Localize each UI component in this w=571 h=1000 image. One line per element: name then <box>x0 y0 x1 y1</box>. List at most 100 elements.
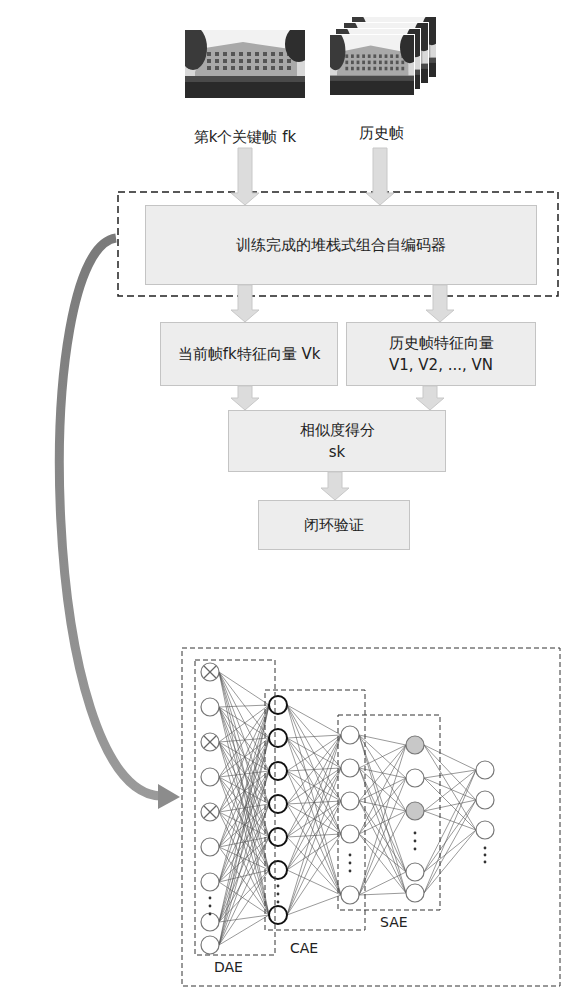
ellipsis-dot <box>414 840 417 843</box>
network-link <box>359 745 406 895</box>
network-link <box>424 800 476 893</box>
flow-arrow <box>231 386 259 410</box>
box-text: V1, V2, ..., VN <box>389 354 493 376</box>
dropout-mark <box>204 736 216 748</box>
dropout-mark <box>204 736 216 748</box>
network-link <box>219 771 269 847</box>
ellipsis-dot <box>349 862 352 865</box>
network-link <box>287 705 341 768</box>
network-drawing <box>201 663 494 954</box>
network-link <box>219 742 269 870</box>
neuron <box>201 663 219 681</box>
layer-label: CAE <box>290 940 318 956</box>
network-link <box>287 735 341 738</box>
key-frame-image: 第k个关键帧 fk <box>175 28 315 148</box>
dropout-mark <box>204 666 216 678</box>
network-link <box>424 770 476 811</box>
ellipsis-dot <box>484 861 487 864</box>
box-text: 历史帧特征向量 <box>389 332 494 354</box>
network-link <box>219 870 269 945</box>
network-link <box>219 705 269 707</box>
network-link <box>359 735 406 893</box>
neuron <box>269 861 287 879</box>
neuron <box>269 729 287 747</box>
network-link <box>287 801 341 915</box>
ellipsis-dot <box>414 848 417 851</box>
network-link <box>287 870 341 895</box>
sae-frame <box>338 715 440 910</box>
neuron <box>476 791 494 809</box>
network-link <box>287 768 341 870</box>
box-text: 闭环验证 <box>304 514 364 536</box>
box-text: 当前帧fk特征向量 Vk <box>178 343 321 365</box>
network-link <box>359 735 406 778</box>
network-link <box>424 830 476 872</box>
network-link <box>219 705 269 812</box>
ellipsis-dot <box>209 913 212 916</box>
network-link <box>219 771 269 922</box>
flow-arrow <box>366 148 394 205</box>
network-link <box>219 738 269 922</box>
verify-box: 闭环验证 <box>258 500 410 550</box>
network-link <box>424 770 476 893</box>
network-link <box>359 735 406 872</box>
network-link <box>424 745 476 830</box>
network-link <box>219 738 269 945</box>
score-box: 相似度得分sk <box>228 410 446 472</box>
ellipsis-dot <box>484 854 487 857</box>
zoom-arrow-head <box>158 784 180 809</box>
encoder-box: 训练完成的堆栈式组合自编码器 <box>145 205 537 285</box>
network-link <box>287 705 341 834</box>
network-link <box>287 735 341 870</box>
neuron <box>341 726 359 744</box>
network-link <box>359 735 406 745</box>
network-link <box>219 738 269 812</box>
neuron <box>406 736 424 754</box>
neuron <box>476 821 494 839</box>
zoom-arrow <box>59 238 160 796</box>
dae-frame <box>195 660 275 955</box>
neuron <box>341 792 359 810</box>
flow-arrow <box>231 148 259 205</box>
image-caption: 历史帧 <box>325 122 437 144</box>
box-text: 相似度得分 <box>300 419 375 441</box>
network-link <box>219 804 269 945</box>
network-link <box>359 893 406 895</box>
neuron <box>201 768 219 786</box>
network-link <box>287 735 341 771</box>
neuron <box>406 769 424 787</box>
network-link <box>359 745 406 768</box>
photo <box>185 30 305 102</box>
network-link <box>424 770 476 778</box>
network-link <box>287 768 341 915</box>
network-link <box>287 801 341 870</box>
network-link <box>424 745 476 800</box>
photo <box>329 34 415 100</box>
network-link <box>219 742 269 837</box>
ellipsis-dot <box>277 893 280 896</box>
network-link <box>359 735 406 811</box>
network-link <box>219 771 269 882</box>
dropout-mark <box>204 806 216 818</box>
box-text: sk <box>329 441 346 463</box>
network-link <box>287 895 341 915</box>
dropout-mark <box>204 666 216 678</box>
feature-box: 历史帧特征向量V1, V2, ..., VN <box>346 322 536 386</box>
neuron <box>341 759 359 777</box>
network-link <box>219 738 269 882</box>
neuron <box>201 913 219 931</box>
layer-label: SAE <box>380 914 408 930</box>
network-link <box>219 705 269 945</box>
network-link <box>219 705 269 922</box>
neuron <box>406 884 424 902</box>
flow-arrow <box>231 285 259 322</box>
network-link <box>359 811 406 834</box>
ellipsis-dot <box>209 905 212 908</box>
network-link <box>424 800 476 811</box>
flow-arrow <box>416 386 444 410</box>
network-frame <box>182 648 560 986</box>
neuron <box>406 802 424 820</box>
network-link <box>359 778 406 834</box>
